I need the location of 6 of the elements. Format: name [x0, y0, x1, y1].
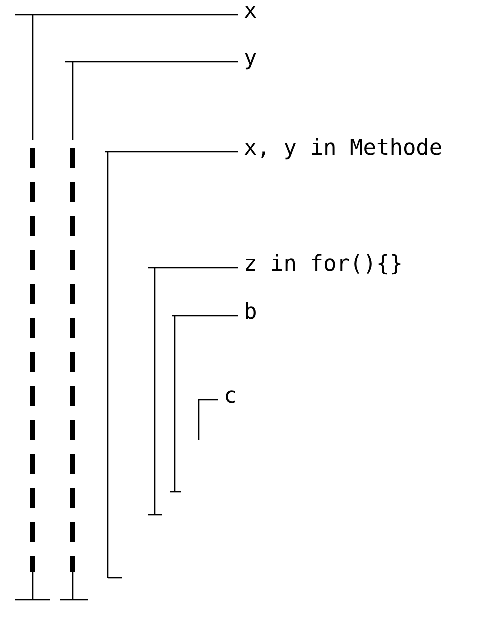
variable-label: b	[244, 301, 258, 325]
variable-label: y	[244, 47, 258, 71]
variable-label: x, y in Methode	[244, 137, 443, 161]
variable-label: x	[244, 0, 258, 24]
variable-label: z in for(){}	[244, 253, 403, 277]
variable-label: c	[224, 385, 238, 409]
